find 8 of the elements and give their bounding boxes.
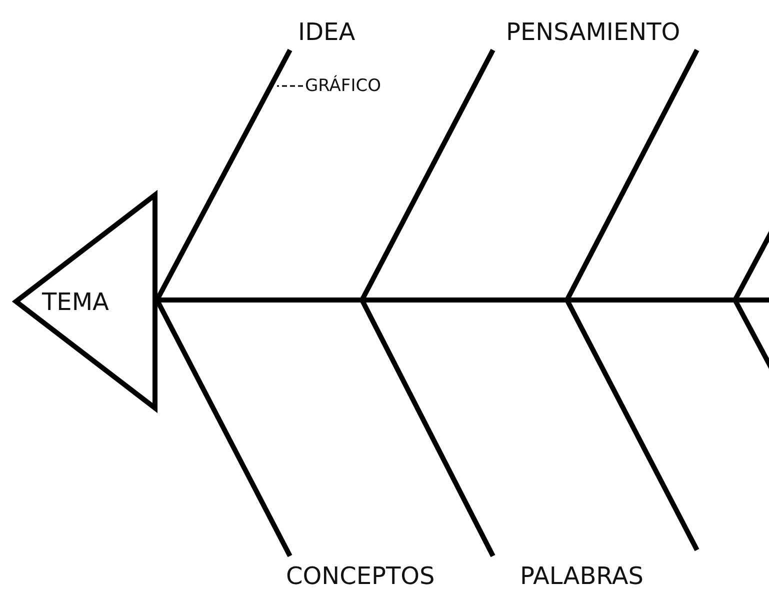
category-label: IDEA (298, 18, 356, 46)
fishbone-bone (157, 298, 769, 302)
category-label: GRÁFICO (305, 76, 381, 96)
leader-line (277, 85, 303, 87)
category-label: PALABRAS (520, 562, 644, 590)
category-label: CONCEPTOS (286, 562, 435, 590)
category-label: PENSAMIENTO (506, 18, 680, 46)
topic-label: TEMA (42, 288, 109, 316)
